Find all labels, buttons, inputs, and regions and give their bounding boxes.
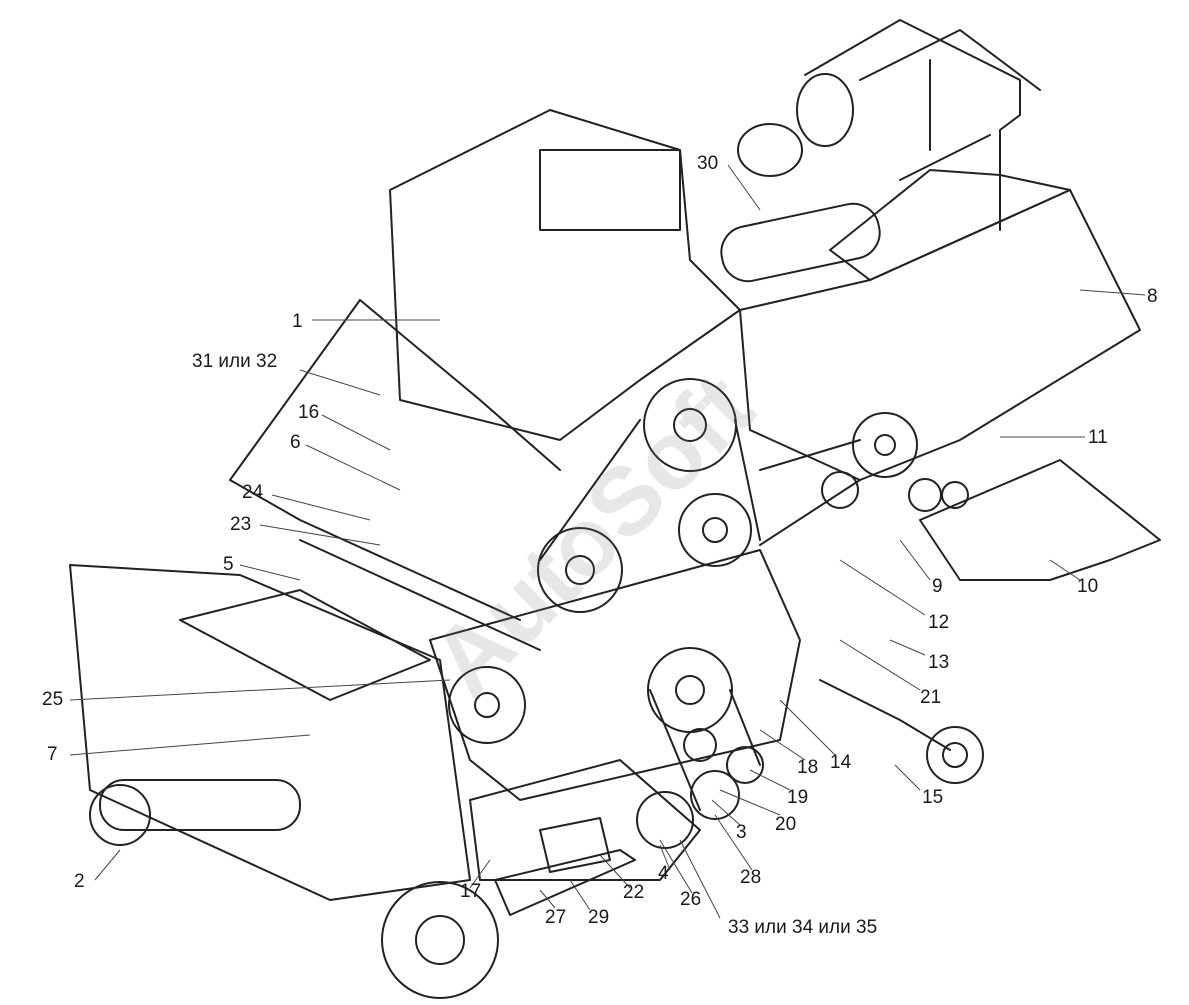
pulley-small-2 <box>726 746 764 784</box>
pulley-front <box>448 666 526 744</box>
central-frame <box>429 549 801 801</box>
callout-15: 15 <box>922 787 944 808</box>
callout-18: 18 <box>797 757 819 778</box>
callout-20: 20 <box>775 814 797 835</box>
callout-11: 11 <box>1088 427 1108 448</box>
tube-frame <box>229 299 561 481</box>
callout-8: 8 <box>1147 286 1158 307</box>
pulley-lower <box>647 647 733 733</box>
leader-lines <box>69 164 1146 919</box>
callout-26: 26 <box>680 889 702 910</box>
front-axle <box>99 779 301 831</box>
callout-16: 16 <box>298 402 320 423</box>
wheel-hub-front <box>381 881 499 999</box>
callout-4: 4 <box>658 863 669 884</box>
callout-31-32: 31 или 32 <box>192 351 278 372</box>
air-filter <box>796 73 854 147</box>
callout-14: 14 <box>830 752 852 773</box>
callout-7: 7 <box>47 744 58 765</box>
callout-6: 6 <box>290 432 301 453</box>
callout-25: 25 <box>42 689 64 710</box>
pulley-right-1 <box>852 412 918 478</box>
pulley-right-4 <box>941 481 969 509</box>
pulley-small-3 <box>690 770 740 820</box>
callout-17: 17 <box>460 881 482 902</box>
callout-28: 28 <box>740 867 762 888</box>
pulley-right-3 <box>908 478 942 512</box>
precleaner <box>737 123 803 177</box>
engine-radiator-grille <box>539 149 681 231</box>
callout-30: 30 <box>697 153 719 174</box>
pulley-left <box>537 527 623 613</box>
hopper-top <box>829 169 1071 281</box>
pulley-small-1 <box>683 728 717 762</box>
step-box <box>539 817 611 873</box>
callout-10: 10 <box>1077 576 1099 597</box>
callout-3: 3 <box>736 822 747 843</box>
pulley-upper-mid <box>678 493 752 567</box>
callout-27: 27 <box>545 907 567 928</box>
unloading-chute <box>919 459 1161 581</box>
railing <box>804 19 1021 231</box>
callout-1: 1 <box>292 311 303 332</box>
callout-13: 13 <box>928 652 950 673</box>
feeder-housing <box>179 589 431 701</box>
exhaust-muffler <box>720 202 881 283</box>
callout-9: 9 <box>932 576 943 597</box>
rear-hub <box>926 726 984 784</box>
callout-22: 22 <box>623 882 645 903</box>
callout-19: 19 <box>787 787 809 808</box>
pulley-right-2 <box>821 471 859 509</box>
callout-29: 29 <box>588 907 610 928</box>
callout-24: 24 <box>242 482 264 503</box>
callout-5: 5 <box>223 554 234 575</box>
callout-33-35: 33 или 34 или 35 <box>728 917 878 938</box>
engine-block <box>389 109 741 441</box>
front-frame <box>69 564 471 901</box>
lower-frame <box>469 759 701 881</box>
callout-21: 21 <box>920 687 942 708</box>
wheel-hub-left <box>89 784 151 846</box>
step-ladder <box>494 849 636 916</box>
rear-axle-arm <box>819 679 951 751</box>
callout-23: 23 <box>230 514 252 535</box>
callout-12: 12 <box>928 612 950 633</box>
callout-2: 2 <box>74 871 85 892</box>
